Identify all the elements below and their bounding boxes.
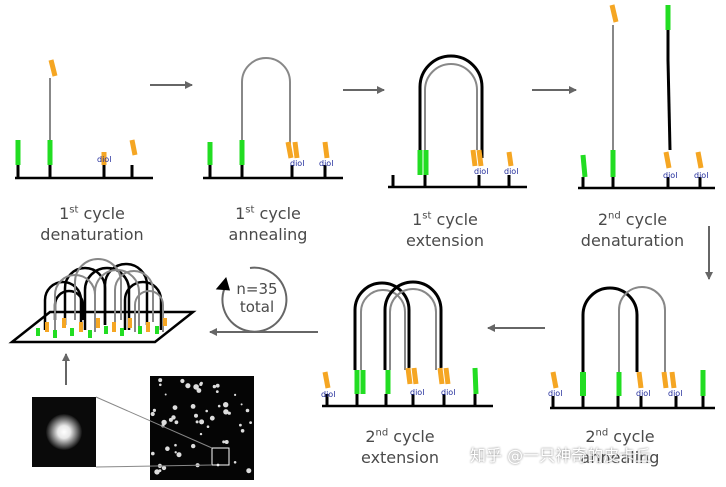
svg-text:diol: diol xyxy=(548,389,562,398)
svg-text:diol: diol xyxy=(321,390,335,399)
cluster-spot xyxy=(161,465,167,471)
caption-step-5: 2nd cycle extension xyxy=(361,427,439,467)
microscopy-images xyxy=(32,376,254,480)
cluster-spot xyxy=(209,415,215,421)
cluster-spot xyxy=(234,393,237,396)
orange-tag xyxy=(48,59,58,77)
cluster-spot xyxy=(174,443,177,447)
diol-label: diol xyxy=(97,155,111,164)
cluster-spot xyxy=(152,408,156,412)
svg-text:diol: diol xyxy=(663,171,677,180)
cluster-spot xyxy=(190,404,196,409)
cluster-spot xyxy=(245,408,250,413)
panel-5-extension: diol diol diol xyxy=(321,280,493,408)
cluster-spot xyxy=(224,440,229,444)
cluster-spot xyxy=(174,420,179,425)
cluster-spot xyxy=(174,451,177,454)
svg-text:diol: diol xyxy=(636,389,650,398)
cluster-spot xyxy=(249,421,253,424)
caption-step-4: 2nd cycle denaturation xyxy=(580,210,685,250)
cluster-spot xyxy=(164,393,167,396)
cluster-spot xyxy=(199,419,205,425)
svg-text:diol: diol xyxy=(441,388,455,397)
cycle-loop-icon xyxy=(215,266,288,333)
svg-text:diol: diol xyxy=(290,159,304,168)
cluster-spot xyxy=(206,425,210,429)
bridge-strand xyxy=(241,57,291,145)
panel-3-extension: diol diol xyxy=(388,54,527,189)
cluster-spot xyxy=(240,403,243,406)
cluster-spot xyxy=(233,461,237,464)
caption-step-6: 2nd cycle annealing xyxy=(580,427,660,467)
watermark: 知乎 @一只神奇的皮卡丘 xyxy=(470,446,652,465)
caption-step-1: 1st cycle denaturation xyxy=(40,204,144,244)
svg-text:diol: diol xyxy=(668,389,682,398)
cluster-spot xyxy=(215,390,219,393)
cluster-spot xyxy=(196,388,202,393)
cluster-spot xyxy=(161,419,167,426)
cluster-spot xyxy=(212,384,217,389)
cluster-spots xyxy=(150,378,253,475)
panel-6-annealing: diol diol diol xyxy=(548,286,715,410)
caption-step-3: 1st cycle extension xyxy=(406,210,484,250)
cluster-spot xyxy=(185,383,191,389)
cluster-spot xyxy=(154,469,160,475)
cluster-spot xyxy=(171,415,176,420)
cluster-spot xyxy=(240,429,245,433)
caption-step-2: 1st cycle annealing xyxy=(228,204,308,244)
cluster-spot xyxy=(158,469,162,472)
cluster-spot xyxy=(195,420,199,424)
cluster-spot xyxy=(176,452,182,458)
svg-text:diol: diol xyxy=(504,167,518,176)
cluster-spot xyxy=(199,382,203,386)
panel-2-annealing: diol diol xyxy=(203,57,343,180)
cluster-spot xyxy=(151,451,155,456)
cluster-spot xyxy=(165,446,170,452)
svg-text:diol: diol xyxy=(474,167,488,176)
cluster-spot xyxy=(150,411,155,417)
cluster-spot xyxy=(180,378,185,384)
cluster-spot xyxy=(194,413,198,418)
cluster-spot xyxy=(191,443,196,449)
panel-1-denaturation: diol xyxy=(15,59,153,180)
cluster-spot xyxy=(158,378,163,383)
cluster-spot xyxy=(193,384,199,390)
cluster-spot xyxy=(222,440,226,444)
panel-4-denaturation: diol diol xyxy=(578,4,715,190)
cluster-spot xyxy=(199,432,203,436)
cluster-panel xyxy=(8,258,197,344)
cluster-spot xyxy=(215,383,220,388)
cluster-spot xyxy=(246,468,252,474)
svg-text:diol: diol xyxy=(410,388,424,397)
cluster-spot xyxy=(223,409,229,415)
svg-text:diol: diol xyxy=(319,159,333,168)
svg-text:diol: diol xyxy=(694,171,708,180)
cluster-spot xyxy=(205,409,208,413)
cluster-spot xyxy=(239,423,242,427)
cluster-spot xyxy=(159,383,162,387)
cluster-spot xyxy=(217,404,221,408)
cluster-spot xyxy=(223,402,229,408)
cluster-spot xyxy=(172,405,178,410)
